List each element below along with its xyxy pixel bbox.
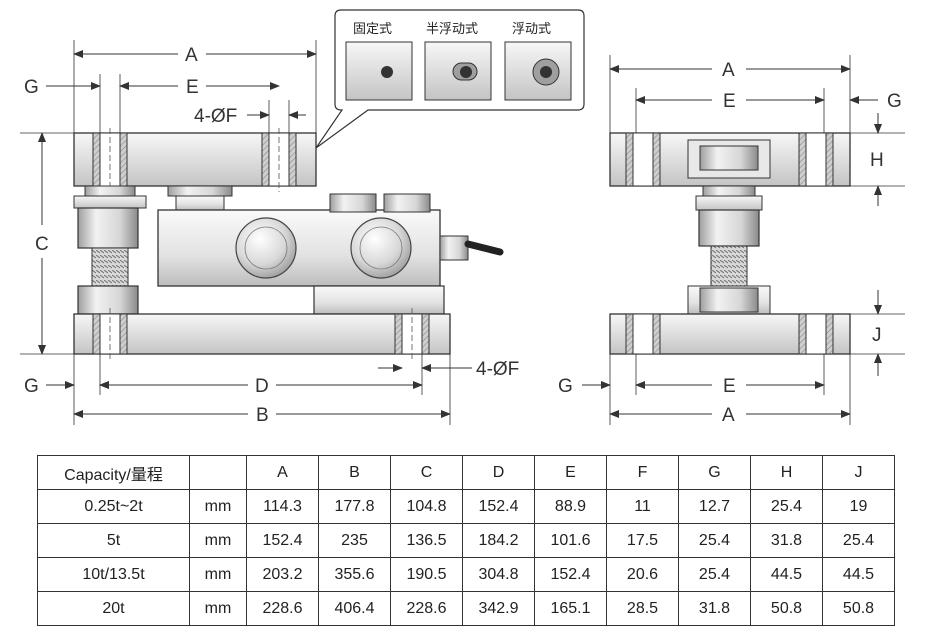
side-dim-E: E [723,91,736,112]
value-cell: 31.8 [750,523,823,558]
washer-top [84,185,136,197]
side-view: A E G H J G E A [558,55,905,426]
side-dim-A-bottom: A [722,405,735,426]
table-row: 0.25t~2t mm 114.3 177.8 104.8 152.4 88.9… [37,489,895,524]
header-cell: G [678,455,751,490]
unit-cell: mm [189,523,247,558]
value-cell: 44.5 [750,557,823,592]
value-cell: 228.6 [390,591,463,626]
value-cell: 152.4 [462,489,535,524]
value-cell: 165.1 [534,591,607,626]
front-dim-E: E [186,77,199,98]
value-cell: 25.4 [822,523,895,558]
side-dim-A: A [722,60,735,81]
header-cell: J [822,455,895,490]
header-cell: D [462,455,535,490]
header-cell: B [318,455,391,490]
value-cell: 184.2 [462,523,535,558]
front-dim-G-bottom: G [24,376,39,397]
value-cell: 304.8 [462,557,535,592]
value-cell: 177.8 [318,489,391,524]
unit-cell: mm [189,557,247,592]
capacity-cell: 10t/13.5t [37,557,190,592]
front-dim-B: B [256,405,269,426]
side-dim-G: G [887,91,902,112]
side-dim-G-bottom: G [558,376,573,397]
front-view: A E G 4-ØF C G D B 4-ØF [20,40,519,426]
value-cell: 31.8 [678,591,751,626]
value-cell: 152.4 [534,557,607,592]
value-cell: 355.6 [318,557,391,592]
front-base-plate [73,313,451,355]
value-cell: 44.5 [822,557,895,592]
front-dim-hole-top: 4-ØF [194,106,237,127]
unit-cell: mm [189,591,247,626]
front-dim-A: A [185,45,198,66]
header-cell: C [390,455,463,490]
value-cell: 114.3 [246,489,319,524]
value-cell: 190.5 [390,557,463,592]
bolt-head [329,193,377,213]
value-cell: 11 [606,489,679,524]
mount-type-legend: 固定式 半浮动式 浮动式 [315,9,585,149]
front-dim-D: D [255,376,269,397]
legend-semi-floating-label: 半浮动式 [426,22,478,37]
value-cell: 235 [318,523,391,558]
value-cell: 28.5 [606,591,679,626]
side-dim-E-bottom: E [723,376,736,397]
capacity-cell: 20t [37,591,190,626]
unit-cell: mm [189,489,247,524]
capacity-cell: 0.25t~2t [37,489,190,524]
value-cell: 406.4 [318,591,391,626]
cable [464,240,504,256]
value-cell: 203.2 [246,557,319,592]
side-dim-J: J [872,325,882,346]
cable-gland [439,235,469,261]
legend-floating-label: 浮动式 [512,22,551,37]
value-cell: 20.6 [606,557,679,592]
table-row: 20t mm 228.6 406.4 228.6 342.9 165.1 28.… [37,591,895,626]
value-cell: 17.5 [606,523,679,558]
table-header-row: Capacity/量程 A B C D E F G H J [37,455,895,490]
header-cell: A [246,455,319,490]
header-cell: H [750,455,823,490]
header-cell [189,455,247,490]
value-cell: 25.4 [750,489,823,524]
table-row: 5t mm 152.4 235 136.5 184.2 101.6 17.5 2… [37,523,895,558]
legend-fixed-label: 固定式 [353,22,392,37]
value-cell: 50.8 [750,591,823,626]
value-cell: 136.5 [390,523,463,558]
value-cell: 50.8 [822,591,895,626]
capacity-cell: 5t [37,523,190,558]
value-cell: 104.8 [390,489,463,524]
value-cell: 342.9 [462,591,535,626]
value-cell: 101.6 [534,523,607,558]
value-cell: 88.9 [534,489,607,524]
side-dim-H: H [870,150,884,171]
nut-upper [77,207,139,249]
table-row: 10t/13.5t mm 203.2 355.6 190.5 304.8 152… [37,557,895,592]
threaded-rod [91,247,129,287]
value-cell: 25.4 [678,523,751,558]
fixed-hole-icon [381,66,393,78]
nut-lower [77,285,139,315]
value-cell: 152.4 [246,523,319,558]
load-cell-mount-drawing: A E G 4-ØF C G D B 4-ØF 固定式 [20,9,905,426]
header-cell: F [606,455,679,490]
value-cell: 228.6 [246,591,319,626]
front-dim-C: C [35,234,49,255]
front-dim-hole-bottom: 4-ØF [476,359,519,380]
front-dim-G: G [24,77,39,98]
header-cell: Capacity/量程 [37,455,190,490]
value-cell: 25.4 [678,557,751,592]
value-cell: 19 [822,489,895,524]
header-cell: E [534,455,607,490]
value-cell: 12.7 [678,489,751,524]
dimension-table: Capacity/量程 A B C D E F G H J 0.25t~2t m… [37,455,895,626]
